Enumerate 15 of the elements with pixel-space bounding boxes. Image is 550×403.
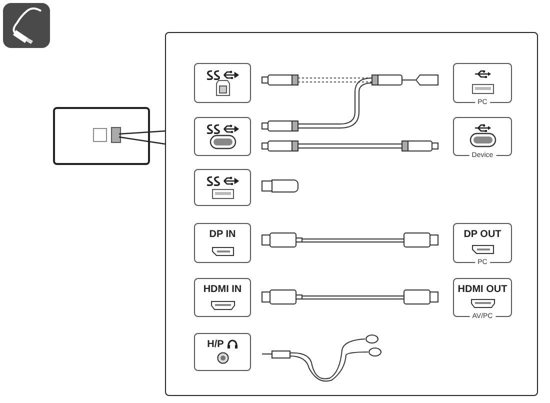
port-label: HDMI OUT xyxy=(458,284,508,295)
callout-line xyxy=(118,130,166,135)
port-panel xyxy=(194,117,251,156)
port-label: DP IN xyxy=(209,229,236,240)
port-label: HDMI IN xyxy=(203,284,242,295)
monitor-back-drawing xyxy=(53,107,150,165)
port-panel xyxy=(194,223,251,263)
port-panel xyxy=(194,333,251,371)
port-panel xyxy=(194,278,251,317)
port-panel xyxy=(194,169,251,206)
detail-panel xyxy=(165,32,538,396)
port-panel xyxy=(194,63,251,103)
port-label: H/P xyxy=(207,339,224,350)
callout-line xyxy=(118,136,166,145)
port-label: DP OUT xyxy=(464,229,502,240)
